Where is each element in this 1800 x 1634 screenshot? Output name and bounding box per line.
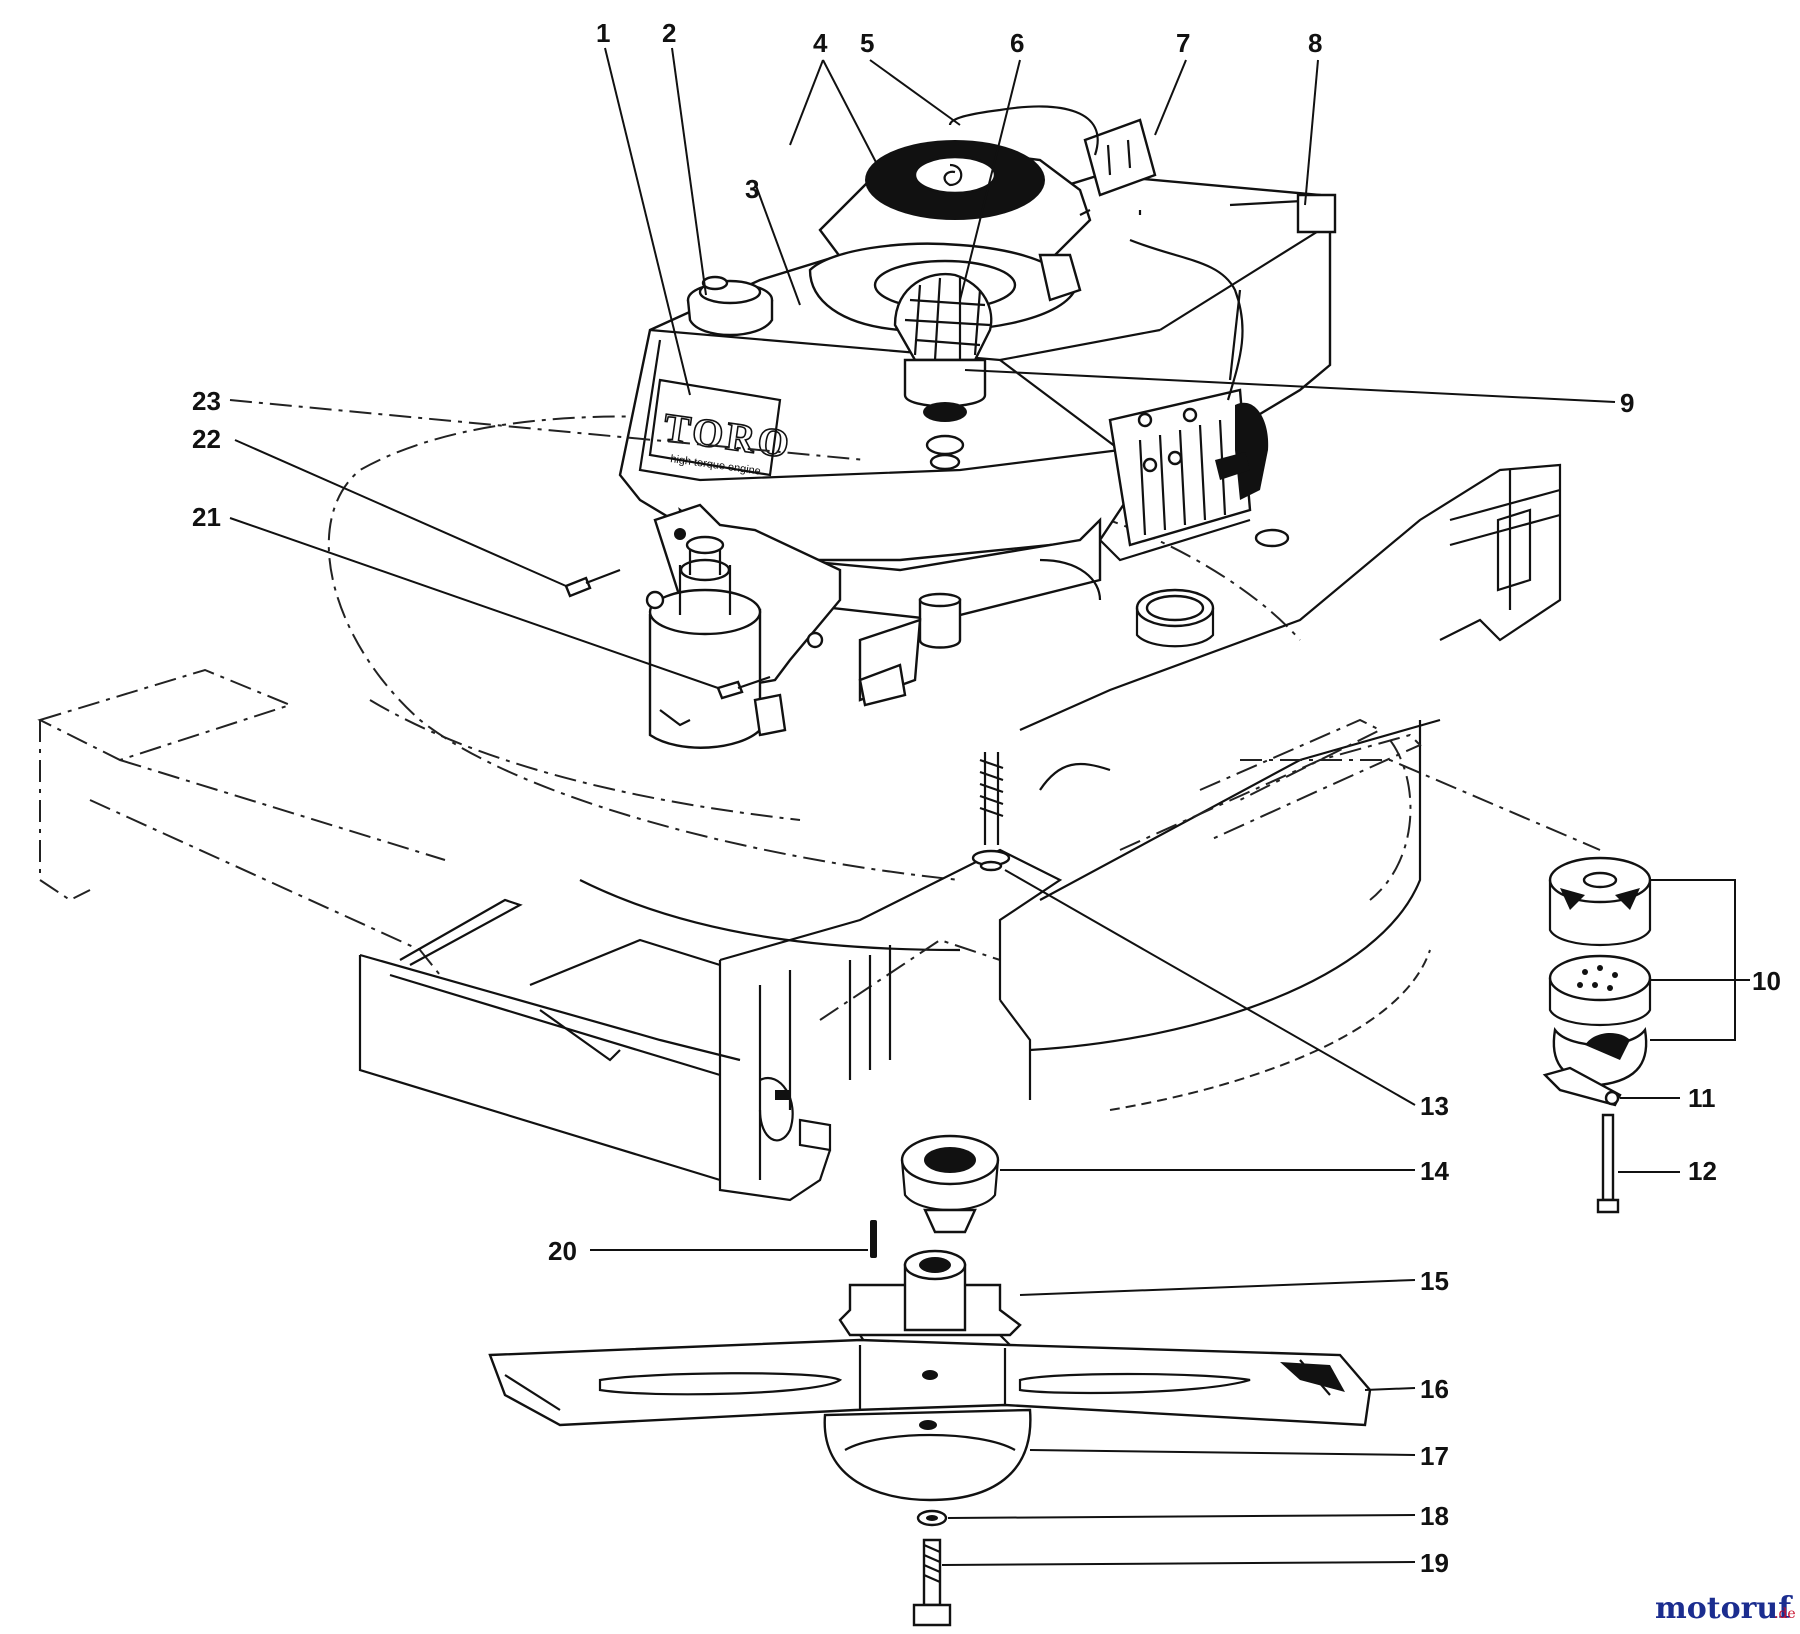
washer	[916, 1509, 948, 1527]
callout-14: 14	[1420, 1156, 1449, 1186]
decal-plate	[1296, 193, 1337, 234]
callout-labels: 1 2 3 4 5 6 7 8 9 10 11 12 13 14 15 16 1…	[192, 18, 1781, 1578]
fuel-cap	[686, 275, 774, 337]
callout-3: 3	[745, 174, 759, 204]
callout-22: 22	[192, 424, 221, 454]
callout-1: 1	[596, 18, 610, 48]
blade-stiffener	[823, 1408, 1032, 1502]
callout-7: 7	[1176, 28, 1190, 58]
callout-23: 23	[192, 386, 221, 416]
leader-lines	[229, 47, 1750, 1566]
watermark-text: motoruf	[1655, 1591, 1793, 1626]
callout-4: 4	[813, 28, 828, 58]
mower-blade	[488, 1338, 1372, 1427]
callout-9: 9	[1620, 388, 1634, 418]
watermark: motoruf .de	[1655, 1591, 1796, 1626]
callout-12: 12	[1688, 1156, 1717, 1186]
callout-6: 6	[1010, 28, 1024, 58]
control-knob	[893, 272, 993, 471]
callout-8: 8	[1308, 28, 1322, 58]
callout-17: 17	[1420, 1441, 1449, 1471]
control-bracket	[948, 105, 1157, 197]
blade-bolt	[912, 1538, 952, 1627]
callout-15: 15	[1420, 1266, 1449, 1296]
callout-20: 20	[548, 1236, 577, 1266]
blade-adapter	[838, 1249, 1022, 1351]
callout-18: 18	[1420, 1501, 1449, 1531]
callout-13: 13	[1420, 1091, 1449, 1121]
starter-motor	[564, 503, 842, 749]
blade-adapter-cup	[900, 1134, 1000, 1234]
callout-10: 10	[1752, 966, 1781, 996]
callout-2: 2	[662, 18, 676, 48]
callout-21: 21	[192, 502, 221, 532]
callout-19: 19	[1420, 1548, 1449, 1578]
woodruff-key	[870, 1220, 877, 1258]
cylinder-fins	[1099, 388, 1252, 562]
callout-16: 16	[1420, 1374, 1449, 1404]
mounting-bolt	[971, 752, 1011, 872]
vibration-mount	[1240, 759, 1652, 1214]
callout-5: 5	[860, 28, 874, 58]
rear-frame	[37, 668, 1001, 1182]
callout-11: 11	[1688, 1083, 1716, 1113]
watermark-suffix: .de	[1774, 1606, 1796, 1622]
